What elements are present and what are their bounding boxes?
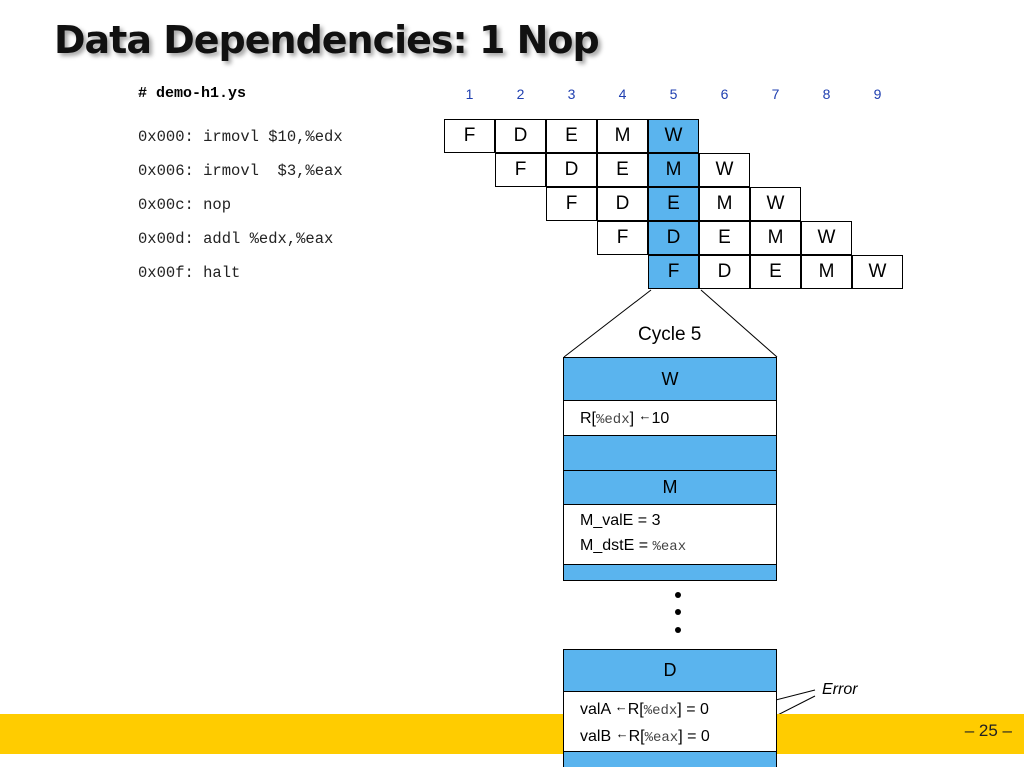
pipeline-cell-E: E [546, 119, 597, 153]
w-reg: %edx [596, 412, 630, 428]
ellipsis-dot [675, 592, 681, 598]
w-stage-footer [563, 435, 777, 471]
cycle-label: Cycle 5 [638, 324, 702, 345]
cycle-number: 3 [567, 86, 576, 102]
slide-title: Data Dependencies: 1 Nop [54, 18, 600, 62]
d-stage-footer [563, 751, 777, 767]
pipeline-cell-D: D [495, 119, 546, 153]
valb-prefix: R[ [628, 728, 645, 745]
pipeline-cell-M: M [801, 255, 852, 289]
cycle-number: 7 [771, 86, 780, 102]
m-stage-header: M [563, 470, 777, 505]
d-stage-header: D [563, 649, 777, 692]
pipeline-cell-D: D [597, 187, 648, 221]
valb-name: valB [580, 728, 616, 745]
pipeline-cell-M: M [597, 119, 648, 153]
cycle-number: 1 [465, 86, 474, 102]
code-line: 0x000: irmovl $10,%edx [138, 128, 343, 146]
cycle-number: 6 [720, 86, 729, 102]
ellipsis-dot [675, 627, 681, 633]
pipeline-cell-F: F [495, 153, 546, 187]
code-line: 0x00d: addl %edx,%eax [138, 230, 334, 248]
pipeline-cell-F: F [444, 119, 495, 153]
left-arrow-icon: ← [615, 726, 629, 741]
code-line: 0x00c: nop [138, 196, 232, 214]
d-stage-register: valA ←R[%edx] = 0 valB ←R[%eax] = 0 [563, 691, 777, 752]
w-value: 10 [651, 410, 670, 427]
m-stage-register: M_valE = 3 M_dstE = %eax [563, 504, 777, 565]
code-line: 0x006: irmovl $3,%eax [138, 162, 343, 180]
ellipsis-dot [675, 609, 681, 615]
code-filename: # demo-h1.ys [138, 85, 247, 102]
left-arrow-icon: ← [638, 408, 652, 423]
w-stage-register: R[%edx] ←10 [563, 400, 777, 436]
w-prefix: R[ [580, 410, 596, 427]
pipeline-cell-W: W [699, 153, 750, 187]
error-label: Error [822, 681, 858, 698]
pipeline-cell-M: M [750, 221, 801, 255]
vala-prefix: R[ [627, 701, 644, 718]
w-stage-line: R[%edx] ←10 [580, 408, 669, 428]
pipeline-cell-W: W [852, 255, 903, 289]
d-stage-valb: valB ←R[%eax] = 0 [580, 726, 710, 746]
pipeline-cell-E: E [699, 221, 750, 255]
pipeline-cell-M: M [699, 187, 750, 221]
w-suffix: ] [629, 410, 639, 427]
cycle-number: 4 [618, 86, 627, 102]
m-stage-line1: M_valE = 3 [580, 512, 661, 529]
vala-reg: %edx [643, 703, 678, 719]
valb-reg: %eax [644, 730, 679, 746]
vala-name: valA [580, 701, 615, 718]
left-arrow-icon: ← [614, 699, 628, 714]
code-line: 0x00f: halt [138, 264, 241, 282]
cycle-number: 5 [669, 86, 678, 102]
cycle-number: 2 [516, 86, 525, 102]
pipeline-cell-W: W [648, 119, 699, 153]
pipeline-cell-D: D [648, 221, 699, 255]
page-number: – 25 – [964, 721, 1012, 740]
d-stage-vala: valA ←R[%edx] = 0 [580, 699, 709, 719]
m-stage-line2: M_dstE = %eax [580, 537, 686, 555]
cycle-number: 9 [873, 86, 882, 102]
vala-suffix: ] = 0 [677, 701, 709, 718]
m-prefix: M_dstE = [580, 537, 653, 554]
cycle-number: 8 [822, 86, 831, 102]
pipeline-cell-M: M [648, 153, 699, 187]
footer-band [0, 714, 1024, 754]
m-reg: %eax [652, 539, 687, 555]
w-stage-header: W [563, 357, 777, 401]
pipeline-cell-W: W [801, 221, 852, 255]
zoom-line-right [700, 289, 778, 358]
m-stage-footer [563, 564, 777, 581]
pipeline-cell-E: E [750, 255, 801, 289]
pipeline-cell-E: E [597, 153, 648, 187]
pipeline-cell-W: W [750, 187, 801, 221]
pipeline-cell-F: F [546, 187, 597, 221]
pipeline-cell-D: D [699, 255, 750, 289]
valb-suffix: ] = 0 [678, 728, 710, 745]
pipeline-cell-D: D [546, 153, 597, 187]
pipeline-cell-F: F [597, 221, 648, 255]
pipeline-cell-F: F [648, 255, 699, 289]
pipeline-cell-E: E [648, 187, 699, 221]
